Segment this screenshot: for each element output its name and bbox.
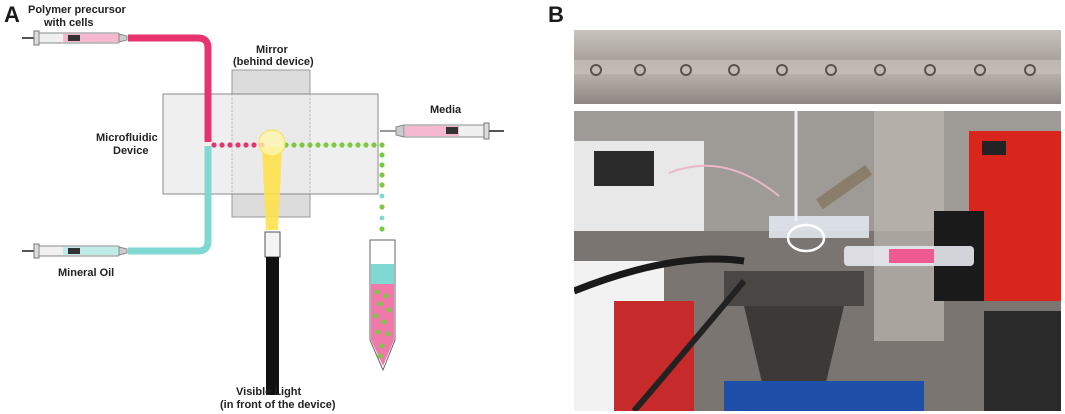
light-beam [262, 147, 282, 230]
label-mirror-line2: (behind device) [233, 56, 314, 68]
label-microfluidic-line1: Microfluidic [96, 132, 158, 144]
microfluidic-schematic: Polymer precursor with cells Mirror (beh… [22, 4, 504, 411]
media-syringe [380, 122, 504, 140]
label-visible-light-line1: Visible Light [236, 386, 302, 398]
label-polymer-line1: Polymer precursor [28, 4, 127, 16]
collection-tube [369, 239, 396, 372]
label-visible-light-line2: (in front of the device) [220, 399, 336, 411]
panel-a-letter: A [4, 2, 20, 27]
oil-syringe [22, 243, 128, 259]
polymer-tubing [128, 34, 212, 142]
microchannel-close-up-photo [574, 30, 1061, 104]
droplet-train [211, 142, 385, 232]
polymer-syringe [22, 30, 128, 46]
setup-photo [574, 111, 1061, 411]
label-media: Media [430, 104, 462, 116]
light-spot [258, 129, 286, 157]
label-polymer-line2: with cells [43, 17, 94, 29]
light-source [264, 231, 281, 258]
oil-tubing [128, 146, 212, 255]
label-mirror-line1: Mirror [256, 44, 289, 56]
panel-b-letter: B [548, 2, 564, 27]
label-mineral-oil: Mineral Oil [58, 267, 114, 279]
label-microfluidic-line2: Device [113, 145, 148, 157]
